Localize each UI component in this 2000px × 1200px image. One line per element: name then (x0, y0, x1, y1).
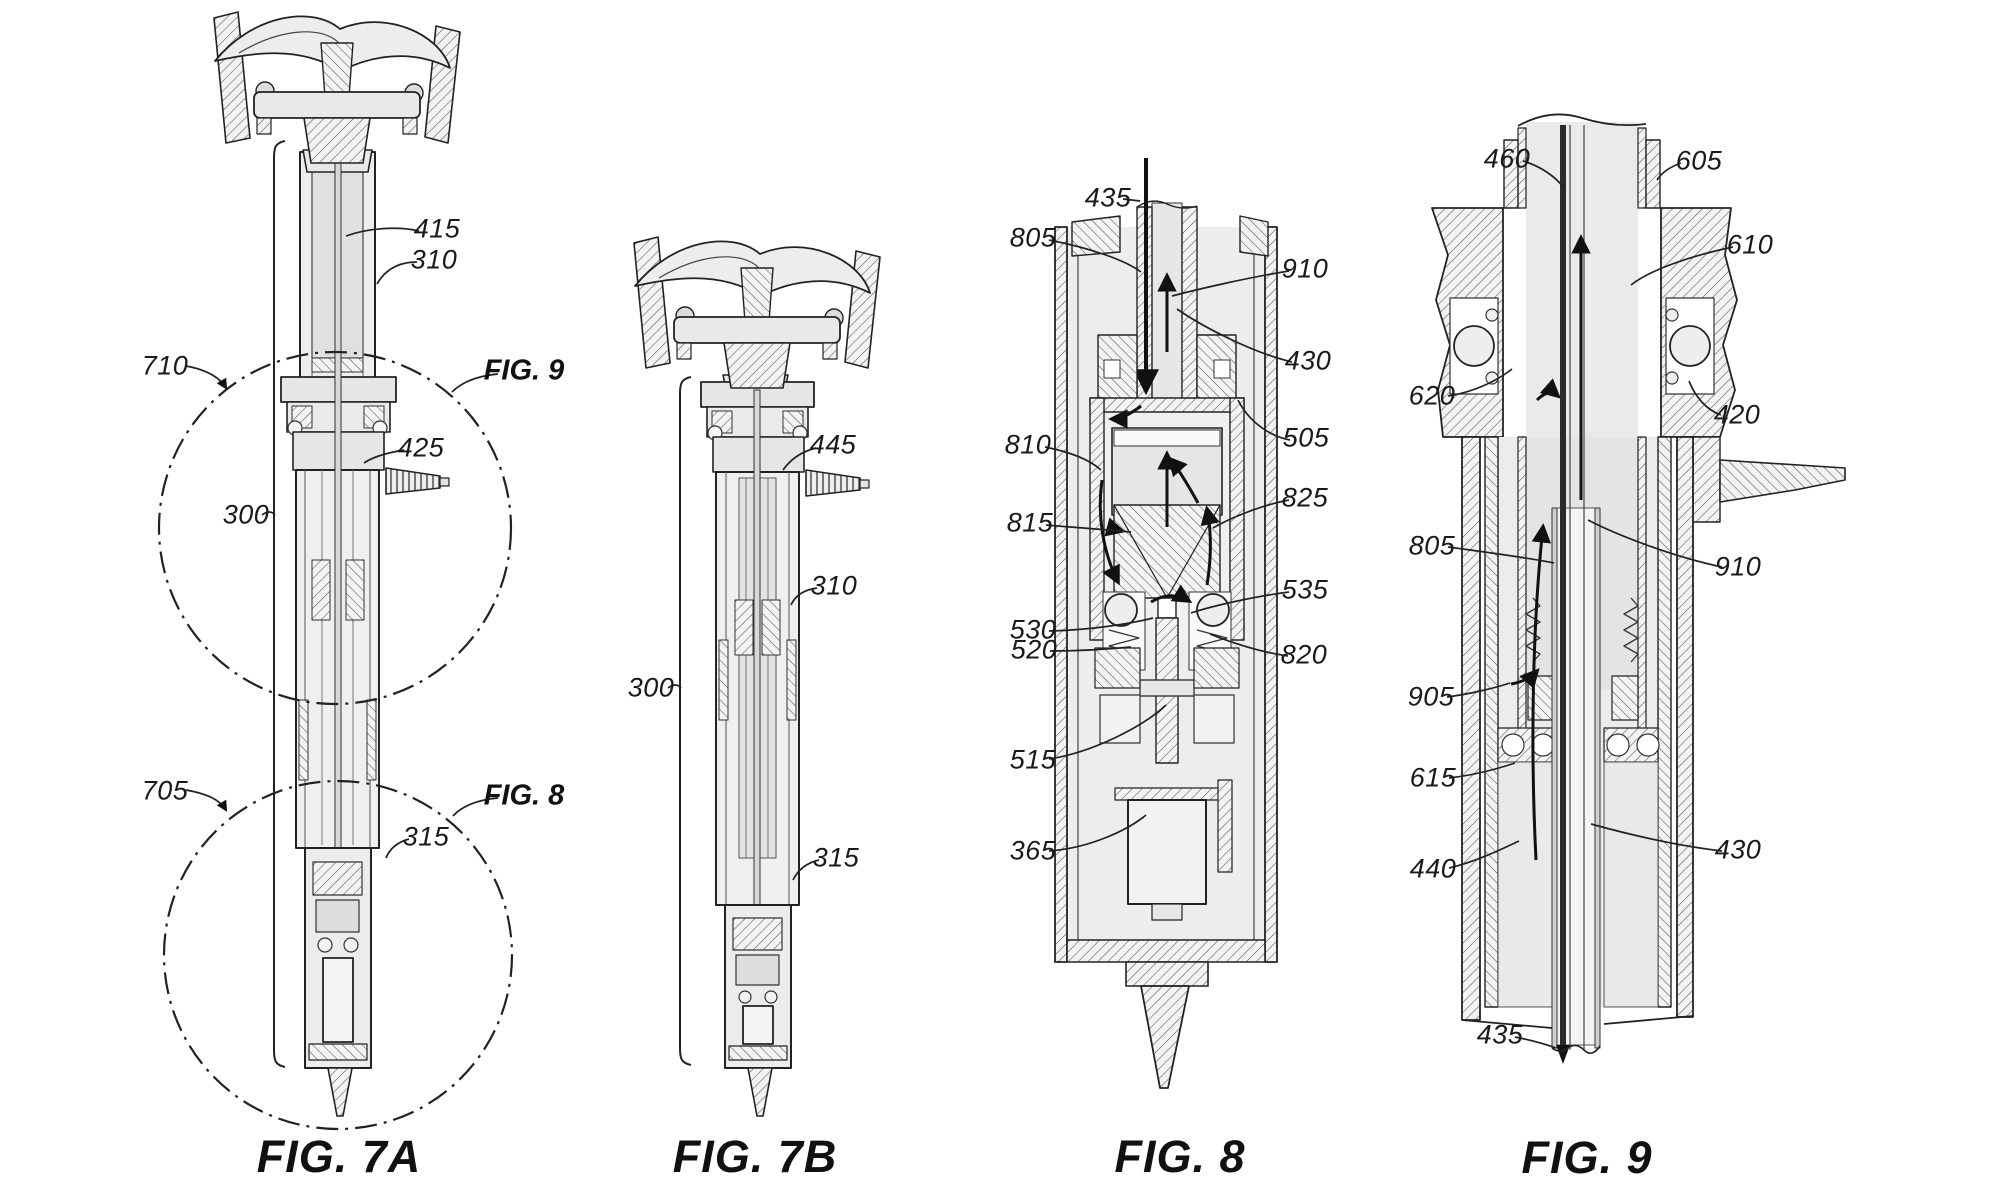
fig7a-drawing (157, 11, 514, 1131)
fig8-drawing (1044, 158, 1293, 1089)
fig7b-drawing (633, 236, 881, 1117)
fig9-drawing (1431, 113, 1846, 1064)
